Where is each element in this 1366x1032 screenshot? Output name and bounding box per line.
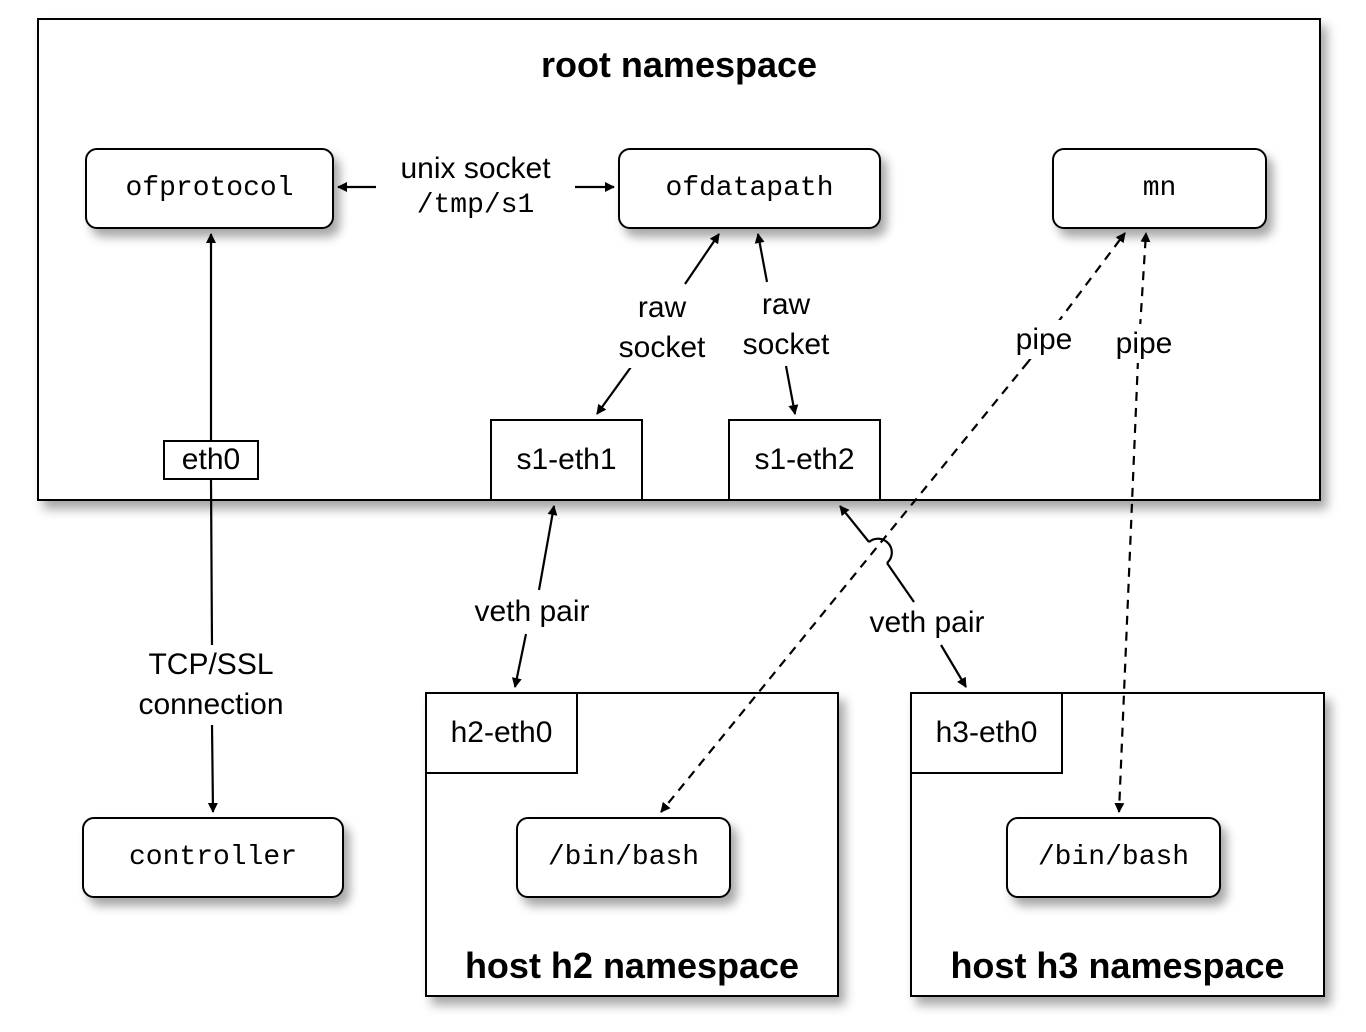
pipe-1-label: pipe	[1006, 320, 1082, 359]
h2-eth0-port: h2-eth0	[425, 692, 578, 774]
veth-pair-1-label: veth pair	[462, 592, 602, 631]
tcp-ssl-connection-label: TCP/SSL connection	[116, 645, 306, 725]
ofdatapath-process: ofdatapath	[618, 148, 881, 229]
veth-pair-2-segment	[886, 562, 915, 603]
tcp-to-controller-line	[207, 723, 218, 813]
tcp-ssl-label-line2: connection	[138, 688, 284, 721]
veth-pair-1-arrow-down	[511, 633, 528, 688]
raw-socket-1-label: raw socket	[606, 288, 718, 368]
eth0-port: eth0	[163, 440, 259, 480]
ofprotocol-process: ofprotocol	[85, 148, 334, 229]
raw-socket-2-label-line2: socket	[742, 328, 830, 361]
raw-socket-1-label-line1: raw	[637, 291, 687, 324]
h3-bash-process: /bin/bash	[1006, 817, 1221, 898]
raw-socket-2-label-line1: raw	[761, 288, 811, 321]
s1-eth1-port: s1-eth1	[490, 419, 643, 501]
raw-socket-1-label-line2: socket	[618, 331, 706, 364]
unix-socket-label-line1: unix socket	[400, 152, 551, 185]
unix-socket-label-line2: /tmp/s1	[416, 190, 535, 221]
mn-process: mn	[1052, 148, 1267, 229]
veth-pair-2-hop	[868, 537, 893, 564]
tcp-ssl-label-line1: TCP/SSL	[148, 648, 274, 681]
unix-socket-label: unix socket /tmp/s1	[383, 149, 568, 225]
host-h2-namespace-title: host h2 namespace	[464, 945, 800, 986]
eth0-to-tcp-line	[209, 479, 214, 649]
h3-eth0-port: h3-eth0	[910, 692, 1063, 774]
veth-pair-2-arrow-up	[839, 505, 870, 543]
pipe-2-label: pipe	[1106, 324, 1182, 363]
controller-process: controller	[82, 817, 344, 898]
raw-socket-2-label: raw socket	[730, 285, 842, 365]
root-namespace-title: root namespace	[540, 44, 818, 85]
veth-pair-2-arrow-down	[940, 644, 967, 688]
h2-bash-process: /bin/bash	[516, 817, 731, 898]
host-h3-namespace-title: host h3 namespace	[950, 945, 1285, 986]
s1-eth2-port: s1-eth2	[728, 419, 881, 501]
veth-pair-1-arrow-up	[537, 505, 558, 591]
veth-pair-2-label: veth pair	[857, 603, 997, 642]
root-namespace-box	[37, 18, 1321, 501]
